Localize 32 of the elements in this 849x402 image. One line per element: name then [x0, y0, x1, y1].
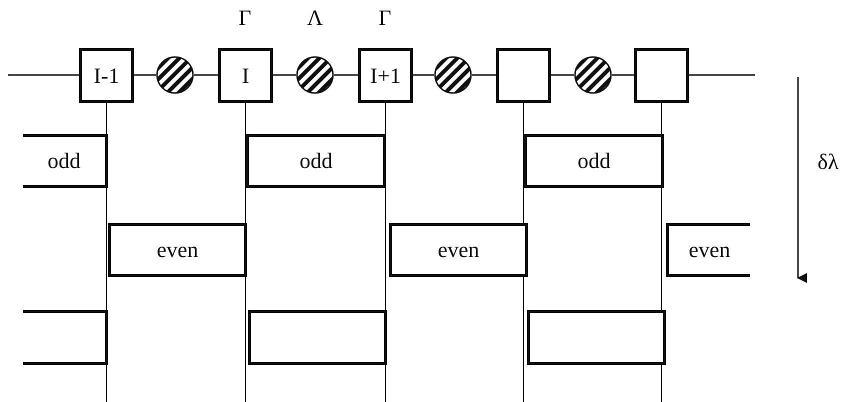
block: [248, 310, 387, 365]
connector-line: [8, 74, 79, 76]
greek-letter: Γ: [238, 5, 252, 31]
lattice-site-box: [634, 48, 689, 103]
greek-letter: Γ: [378, 5, 392, 31]
axis-label: δλ: [818, 149, 839, 175]
open-box: odd: [23, 134, 108, 188]
block: even: [389, 223, 528, 277]
block: odd: [524, 134, 664, 188]
block: odd: [246, 134, 386, 188]
connector-line: [612, 74, 634, 76]
connector-line: [134, 74, 156, 76]
open-box: even: [666, 223, 750, 277]
connector-line: [551, 74, 574, 76]
hatched-circle: [574, 56, 612, 94]
connector-line: [194, 74, 218, 76]
lattice-site-box: I+1: [358, 48, 413, 103]
connector-line: [334, 74, 358, 76]
block: [527, 310, 666, 365]
block: even: [108, 223, 247, 277]
lattice-site-box: I: [218, 48, 273, 103]
connector-line: [472, 74, 496, 76]
connector-line: [273, 74, 296, 76]
greek-letter: Λ: [307, 5, 323, 31]
hatched-circle: [156, 56, 194, 94]
lattice-site-box: I-1: [79, 48, 134, 103]
connector-line: [413, 74, 434, 76]
open-box: [23, 310, 108, 365]
connector-line: [689, 74, 755, 76]
hatched-circle: [296, 56, 334, 94]
hatched-circle: [434, 56, 472, 94]
lattice-site-box: [496, 48, 551, 103]
